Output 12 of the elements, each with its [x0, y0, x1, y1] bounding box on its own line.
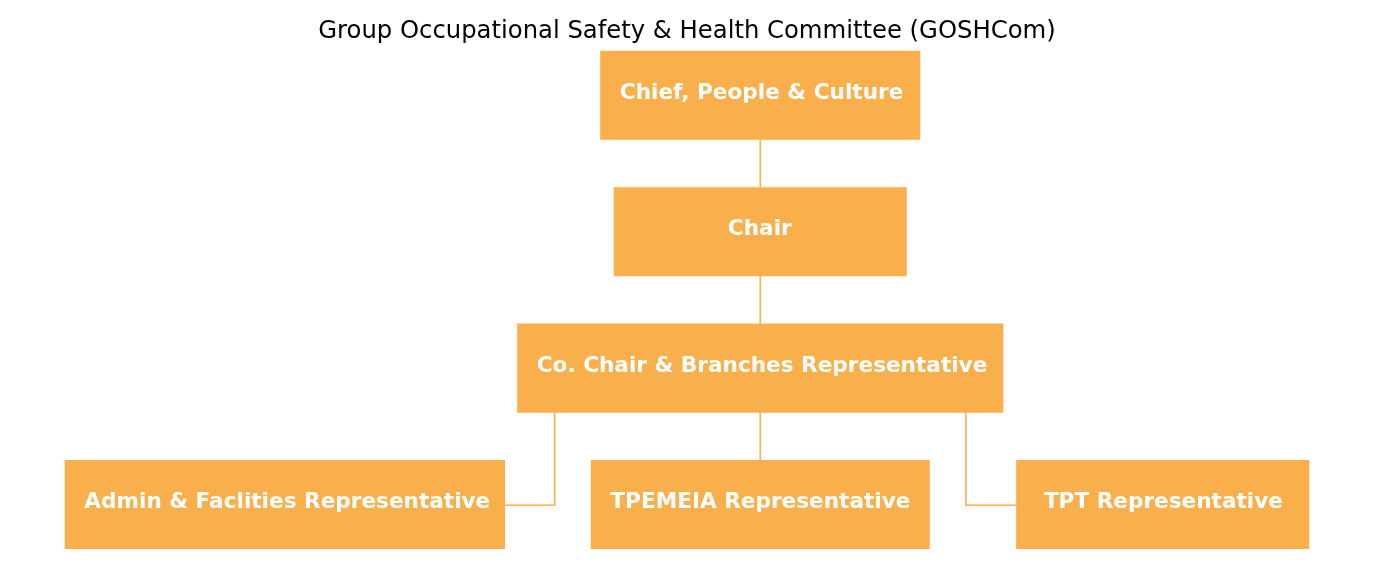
connector [503, 411, 555, 506]
connector [758, 138, 761, 189]
connector [758, 411, 761, 462]
node-box: Admin & Faclities Representative [64, 459, 505, 550]
connector [758, 274, 761, 325]
connector [964, 411, 1017, 506]
node-box: TPEMEIA Representative [590, 459, 930, 550]
node-box: Co. Chair & Branches Representative [516, 323, 1003, 413]
node-box: Chief, People & Culture [599, 50, 920, 140]
node-box: TPT Representative [1015, 459, 1309, 550]
node-box: Chair [613, 187, 907, 277]
diagram-title: Group Occupational Safety & Health Committee (GOSHCom) [317, 15, 1056, 45]
